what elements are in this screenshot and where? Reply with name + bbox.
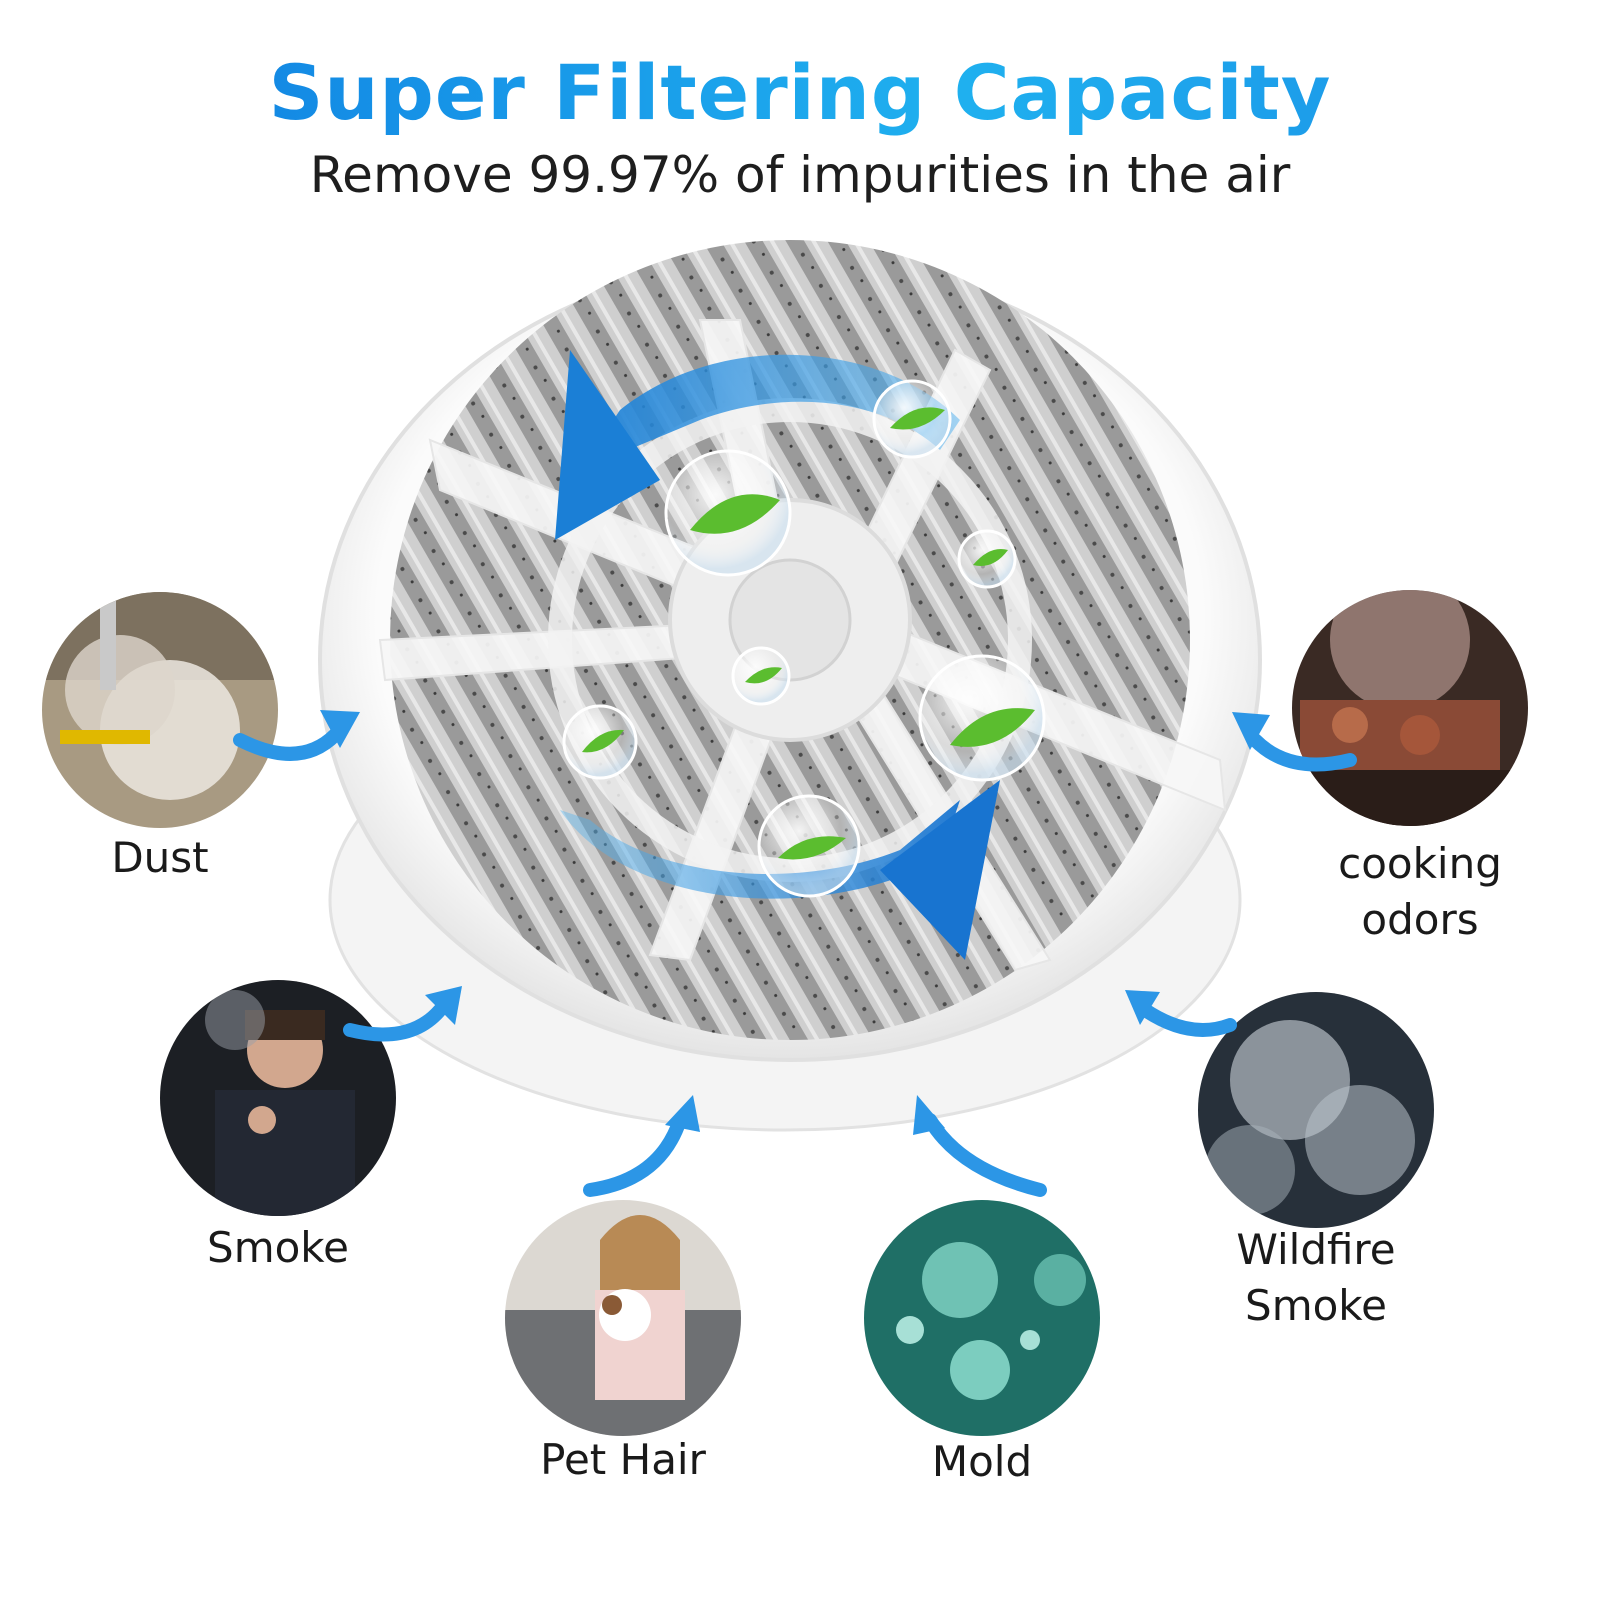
wildfire-smoke-image [1198, 992, 1434, 1228]
label-cooking-odors: cooking odors [1338, 839, 1502, 944]
label-mold: Mold [931, 1437, 1033, 1486]
smoke-image [160, 980, 396, 1216]
label-dust: Dust [111, 833, 209, 882]
cooking-odors-image [1292, 590, 1528, 826]
label-wildfire-smoke: Wildfire Smoke [1236, 1225, 1396, 1330]
rotation-arrow-icon [555, 350, 1000, 960]
page-title: Super Filtering Capacity [0, 48, 1600, 137]
label-pet-hair: Pet Hair [540, 1435, 706, 1484]
page-subtitle: Remove 99.97% of impurities in the air [309, 146, 1291, 204]
pet-hair-image [505, 1200, 741, 1436]
blue-arrow-icon [233, 728, 1357, 1197]
dust-image [42, 592, 278, 828]
blue-arrow-heads [320, 710, 1270, 1135]
mold-image [864, 1200, 1100, 1436]
label-smoke: Smoke [207, 1223, 349, 1272]
leaf-bubble-icon [562, 379, 1046, 898]
